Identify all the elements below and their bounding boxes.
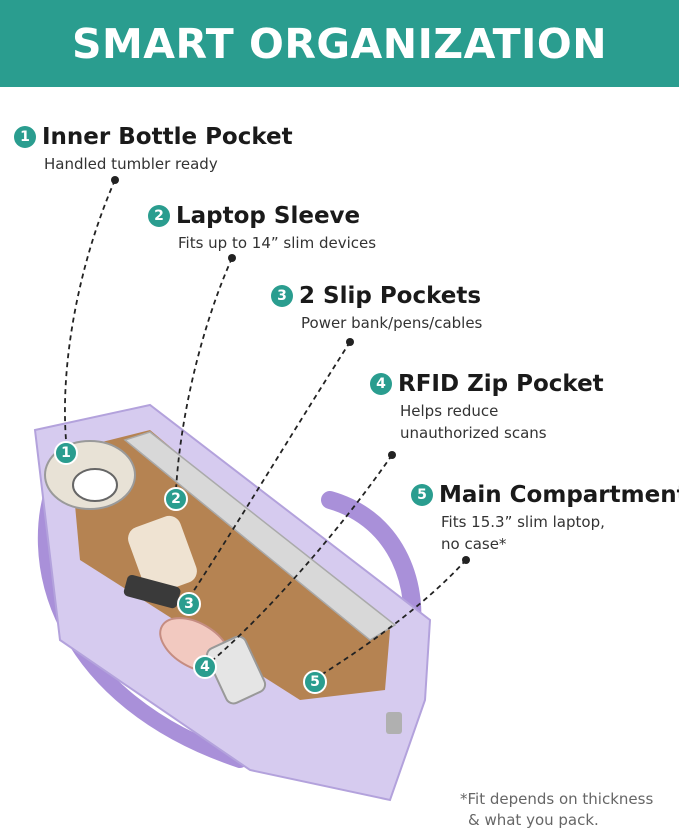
callout-title: Inner Bottle Pocket — [42, 124, 293, 150]
bag-lining — [70, 430, 390, 700]
marker-4: 4 — [193, 655, 217, 679]
callout-title: 2 Slip Pockets — [299, 283, 482, 309]
tumbler-handle — [72, 468, 118, 502]
banner-title: SMART ORGANIZATION — [71, 19, 608, 68]
marker-2: 2 — [164, 487, 188, 511]
callout-number-2: 2 — [148, 205, 170, 227]
marker-1: 1 — [54, 441, 78, 465]
footnote: *Fit depends on thickness & what you pac… — [460, 789, 675, 831]
charger — [123, 574, 181, 609]
callout-inner-bottle-pocket: 1 Inner Bottle Pocket Handled tumbler re… — [14, 124, 293, 174]
callout-title: Laptop Sleeve — [176, 203, 361, 229]
callout-number-1: 1 — [14, 126, 36, 148]
power-bank — [128, 515, 197, 594]
callout-title: RFID Zip Pocket — [398, 371, 604, 397]
callout-number-3: 3 — [271, 285, 293, 307]
leader-dot-2 — [228, 254, 236, 262]
marker-5: 5 — [303, 670, 327, 694]
leader-dot-4 — [388, 451, 396, 459]
marker-3: 3 — [177, 592, 201, 616]
callout-subtitle-line-1: Helps reduce — [400, 402, 499, 420]
callout-rfid-zip-pocket: 4 RFID Zip Pocket Helps reduce unauthori… — [370, 371, 604, 443]
leader-line-1 — [64, 179, 116, 441]
footnote-line-2: & what you pack. — [468, 811, 599, 829]
leader-line-5 — [320, 559, 467, 676]
callout-laptop-sleeve: 2 Laptop Sleeve Fits up to 14” slim devi… — [148, 203, 376, 253]
zipper-pull — [386, 712, 402, 734]
callout-subtitle-line-2: unauthorized scans — [400, 424, 547, 442]
callout-subtitle: Fits up to 14” slim devices — [178, 234, 377, 252]
footnote-line-1: *Fit depends on thickness — [460, 790, 654, 808]
leader-dot-1 — [111, 176, 119, 184]
callout-number-5: 5 — [411, 484, 433, 506]
callout-slip-pockets: 3 2 Slip Pockets Power bank/pens/cables — [271, 283, 482, 333]
header-banner: SMART ORGANIZATION — [0, 0, 679, 87]
leader-line-3 — [190, 341, 351, 596]
callout-number-4: 4 — [370, 373, 392, 395]
callout-subtitle: Handled tumbler ready — [44, 155, 218, 173]
callout-main-compartment: 5 Main Compartment Fits 15.3” slim lapto… — [411, 482, 679, 554]
callout-title: Main Compartment — [439, 482, 679, 508]
leader-dot-5 — [462, 556, 470, 564]
callout-subtitle-line-1: Fits 15.3” slim laptop, — [441, 513, 605, 531]
leader-dot-3 — [346, 338, 354, 346]
callout-subtitle: Power bank/pens/cables — [301, 314, 483, 332]
leader-line-2 — [175, 257, 233, 491]
laptop — [123, 431, 397, 641]
callout-subtitle-line-2: no case* — [441, 535, 507, 553]
